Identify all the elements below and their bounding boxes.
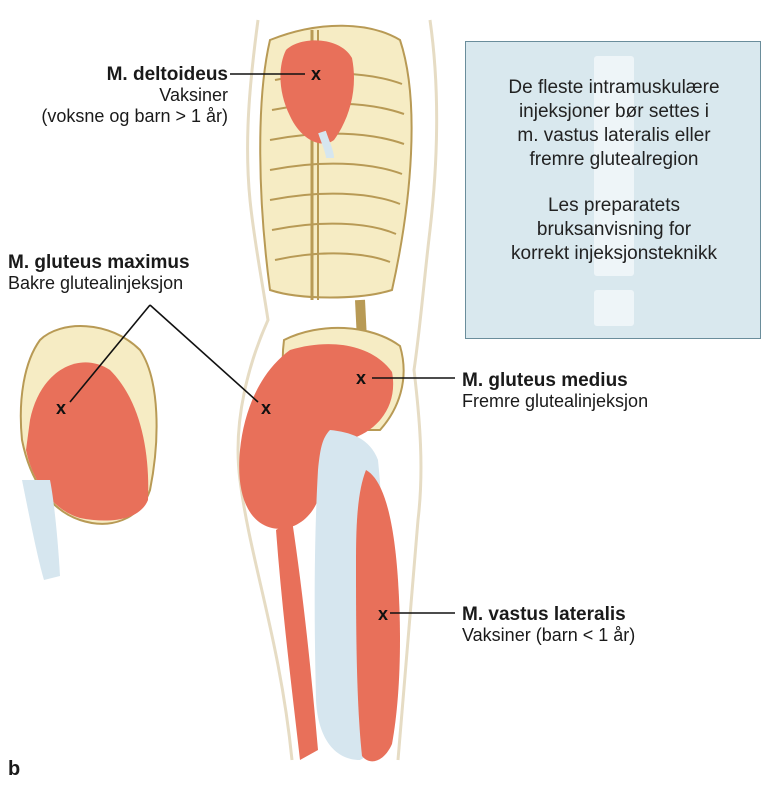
vastus-lateralis-label: M. vastus lateralis Vaksiner (barn < 1 å…	[462, 604, 635, 646]
deltoideus-label: M. deltoideus Vaksiner (voksne og barn >…	[0, 64, 228, 127]
figure-label: b	[8, 758, 20, 781]
info-paragraph-1: De fleste intramuskulære injeksjoner bør…	[466, 76, 761, 172]
posterior-gluteal-inset	[21, 326, 157, 580]
deltoideus-use: Vaksiner	[0, 85, 228, 106]
deltoideus-name: M. deltoideus	[0, 64, 228, 85]
info-line: korrekt injeksjonsteknikk	[511, 243, 717, 264]
injection-mark-vastus-lateralis: x	[378, 604, 388, 624]
gluteus-maximus-label: M. gluteus maximus Bakre glutealinjeksjo…	[8, 252, 190, 294]
info-line: injeksjoner bør settes i	[519, 101, 709, 122]
info-line: Les preparatets	[548, 195, 680, 216]
exclamation-dot-icon	[594, 290, 634, 326]
gluteus-medius-name: M. gluteus medius	[462, 370, 648, 391]
info-line: fremre glutealregion	[530, 149, 699, 170]
info-box-text: De fleste intramuskulære injeksjoner bør…	[466, 76, 761, 288]
injection-mark-deltoid: x	[311, 64, 321, 84]
injection-mark-gluteus-maximus-inset: x	[56, 398, 66, 418]
info-paragraph-2: Les preparatets bruksanvisning for korre…	[466, 194, 761, 266]
gluteus-maximus-name: M. gluteus maximus	[8, 252, 190, 273]
injection-mark-gluteus-maximus: x	[261, 398, 271, 418]
deltoideus-age: (voksne og barn > 1 år)	[0, 106, 228, 127]
gluteus-maximus-use: Bakre glutealinjeksjon	[8, 273, 190, 294]
vastus-lateralis-use: Vaksiner (barn < 1 år)	[462, 625, 635, 646]
vastus-lateralis-name: M. vastus lateralis	[462, 604, 635, 625]
info-line: bruksanvisning for	[537, 219, 691, 240]
info-line: De fleste intramuskulære	[508, 77, 719, 98]
info-line: m. vastus lateralis eller	[517, 125, 710, 146]
gluteus-medius-label: M. gluteus medius Fremre glutealinjeksjo…	[462, 370, 648, 412]
gluteus-medius-use: Fremre glutealinjeksjon	[462, 391, 648, 412]
info-box: De fleste intramuskulære injeksjoner bør…	[465, 41, 761, 339]
posterior-thigh-muscle	[276, 520, 318, 760]
injection-mark-gluteus-medius: x	[356, 368, 366, 388]
